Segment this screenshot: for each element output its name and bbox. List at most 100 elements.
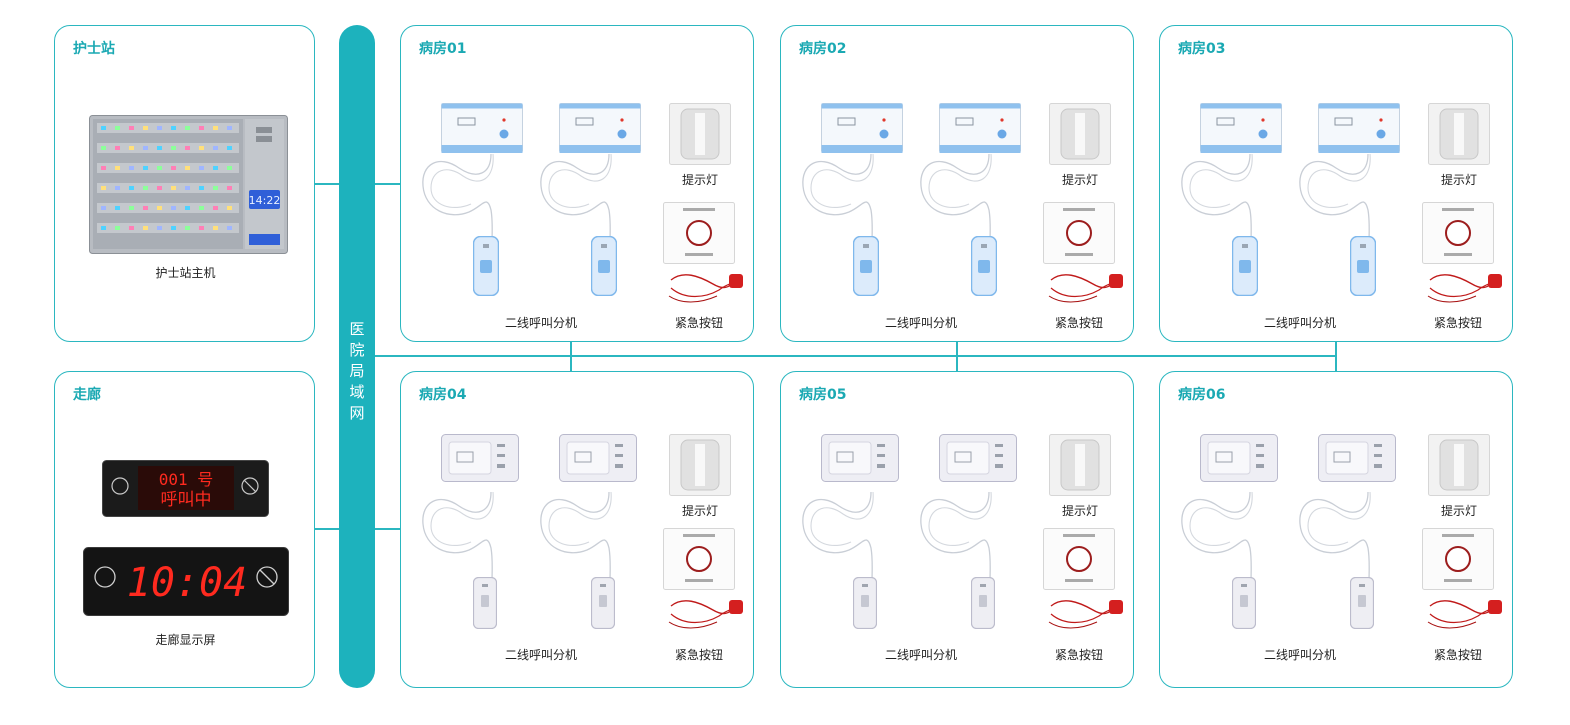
call-unit-wall-box [441,103,523,153]
indicator-light-label: 提示灯 [1428,502,1490,519]
corridor-clock-display: 10:04 [83,547,289,616]
call-cord [537,154,627,244]
call-unit-wall-box [559,434,637,482]
call-handset [1350,236,1376,296]
call-unit-wall-box [559,103,641,153]
room-title: 病房05 [799,384,846,404]
room-panel-1: 病房01 提示灯 二线呼叫分机 紧急按钮 [400,25,754,342]
call-handset [1232,577,1256,629]
call-cord [799,154,889,244]
room-title: 病房01 [419,38,466,58]
corridor-led-display: 001 号 呼叫中 [102,460,269,517]
emergency-pull-cord [1045,592,1125,632]
corridor-led-bottom-text: 呼叫中 [161,490,212,510]
call-cord [917,492,1007,582]
indicator-light [669,103,731,165]
indicator-light [1049,434,1111,496]
call-handset [971,236,997,296]
emergency-button-label: 紧急按钮 [663,314,735,331]
call-unit-wall-box [821,103,903,153]
room-panel-4: 病房04 提示灯 二线呼叫分机 紧急按钮 [400,371,754,688]
indicator-light-label: 提示灯 [669,171,731,188]
room-title: 病房03 [1178,38,1225,58]
call-unit-wall-box [939,103,1021,153]
emergency-button [663,528,735,590]
call-unit-label: 二线呼叫分机 [871,646,971,663]
indicator-light-label: 提示灯 [669,502,731,519]
indicator-light-label: 提示灯 [1428,171,1490,188]
call-handset [971,577,995,629]
corridor-panel: 走廊 001 号 呼叫中 10:04 走廊显示屏 [54,371,315,688]
call-unit-wall-box [1318,103,1400,153]
call-handset [473,236,499,296]
indicator-light-label: 提示灯 [1049,171,1111,188]
hospital-lan-label: 医 院 局 域 网 [339,319,375,424]
hospital-lan-bar: 医 院 局 域 网 [339,25,375,688]
emergency-button-label: 紧急按钮 [1043,646,1115,663]
emergency-button [663,202,735,264]
connector-nurse-station [315,183,339,185]
call-unit-label: 二线呼叫分机 [491,314,591,331]
call-unit-label: 二线呼叫分机 [1250,646,1350,663]
emergency-button-label: 紧急按钮 [1422,646,1494,663]
room-panel-3: 病房03 提示灯 二线呼叫分机 紧急按钮 [1159,25,1513,342]
corridor-title: 走廊 [73,384,101,404]
call-cord [1178,492,1268,582]
nurse-station-host-device: 14:22 [89,115,288,254]
call-unit-label: 二线呼叫分机 [871,314,971,331]
call-unit-wall-box [1200,434,1278,482]
bus-horizontal [375,355,1336,357]
call-cord [1178,154,1268,244]
call-handset [1232,236,1258,296]
call-unit-wall-box [1318,434,1396,482]
room-panel-6: 病房06 提示灯 二线呼叫分机 紧急按钮 [1159,371,1513,688]
corridor-led-top-text: 001 号 [159,470,214,489]
call-unit-wall-box [441,434,519,482]
connector-room-01 [375,183,400,185]
room-title: 病房06 [1178,384,1225,404]
call-handset [853,236,879,296]
indicator-light-label: 提示灯 [1049,502,1111,519]
call-unit-label: 二线呼叫分机 [1250,314,1350,331]
connector-corridor [315,528,339,530]
call-handset [591,577,615,629]
call-handset [853,577,877,629]
call-handset [591,236,617,296]
call-unit-wall-box [939,434,1017,482]
bus-drop-col2 [956,341,958,372]
emergency-button-label: 紧急按钮 [1043,314,1115,331]
call-cord [537,492,627,582]
corridor-display-label: 走廊显示屏 [55,631,316,648]
call-unit-wall-box [821,434,899,482]
call-handset [473,577,497,629]
call-cord [917,154,1007,244]
nurse-station-host-label: 护士站主机 [55,264,316,281]
connector-room-04 [375,528,400,530]
call-cord [1296,154,1386,244]
room-panel-5: 病房05 提示灯 二线呼叫分机 紧急按钮 [780,371,1134,688]
corridor-clock-text: 10:04 [127,560,247,606]
emergency-pull-cord [665,266,745,306]
call-cord [419,492,509,582]
emergency-button [1422,202,1494,264]
emergency-pull-cord [1045,266,1125,306]
call-unit-label: 二线呼叫分机 [491,646,591,663]
emergency-button [1043,528,1115,590]
emergency-button [1422,528,1494,590]
indicator-light [1428,434,1490,496]
nurse-station-clock: 14:22 [249,194,281,207]
room-panel-2: 病房02 提示灯 二线呼叫分机 紧急按钮 [780,25,1134,342]
emergency-button-label: 紧急按钮 [663,646,735,663]
emergency-pull-cord [1424,266,1504,306]
emergency-button [1043,202,1115,264]
bus-drop-col3 [1335,341,1337,372]
call-cord [1296,492,1386,582]
call-unit-wall-box [1200,103,1282,153]
indicator-light [1049,103,1111,165]
nurse-station-panel: 护士站 14:22 护士站主机 [54,25,315,342]
emergency-pull-cord [665,592,745,632]
call-cord [799,492,889,582]
nurse-station-title: 护士站 [73,38,115,58]
emergency-button-label: 紧急按钮 [1422,314,1494,331]
call-cord [419,154,509,244]
